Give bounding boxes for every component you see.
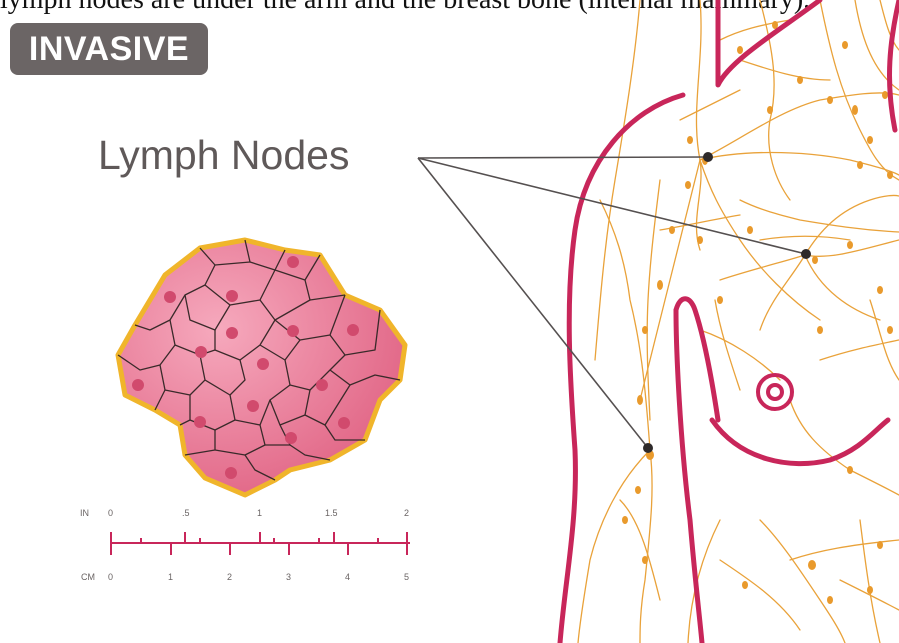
scale-in-label: IN: [80, 508, 89, 518]
scale-cm-label: CM: [81, 572, 95, 582]
scale-in-tick: 1.5: [325, 508, 338, 518]
scale-in-tick: 1: [257, 508, 262, 518]
lymph-node-markers: [643, 152, 811, 453]
lymphatic-vessels: [578, 0, 899, 643]
scale-cm-tick: 0: [108, 572, 113, 582]
scale-cm-tick: 3: [286, 572, 291, 582]
scale-cm-tick: 2: [227, 572, 232, 582]
lymph-node-marker-chest: [801, 249, 811, 259]
invasive-cell-cluster: [118, 240, 405, 495]
scale-in-tick: .5: [182, 508, 190, 518]
lymph-nodules: [622, 21, 893, 604]
nipple-icon: [758, 375, 792, 409]
scale-cm-tick: 4: [345, 572, 350, 582]
lymph-node-marker-axillary: [703, 152, 713, 162]
scale-cm-tick: 1: [168, 572, 173, 582]
measurement-scale: IN CM 0 .5 1 1.5 2 0 1 2 3 4 5: [80, 508, 410, 582]
scale-in-tick: 2: [404, 508, 409, 518]
scale-cm-tick: 5: [404, 572, 409, 582]
lymph-node-marker-side: [643, 443, 653, 453]
scale-in-tick: 0: [108, 508, 113, 518]
